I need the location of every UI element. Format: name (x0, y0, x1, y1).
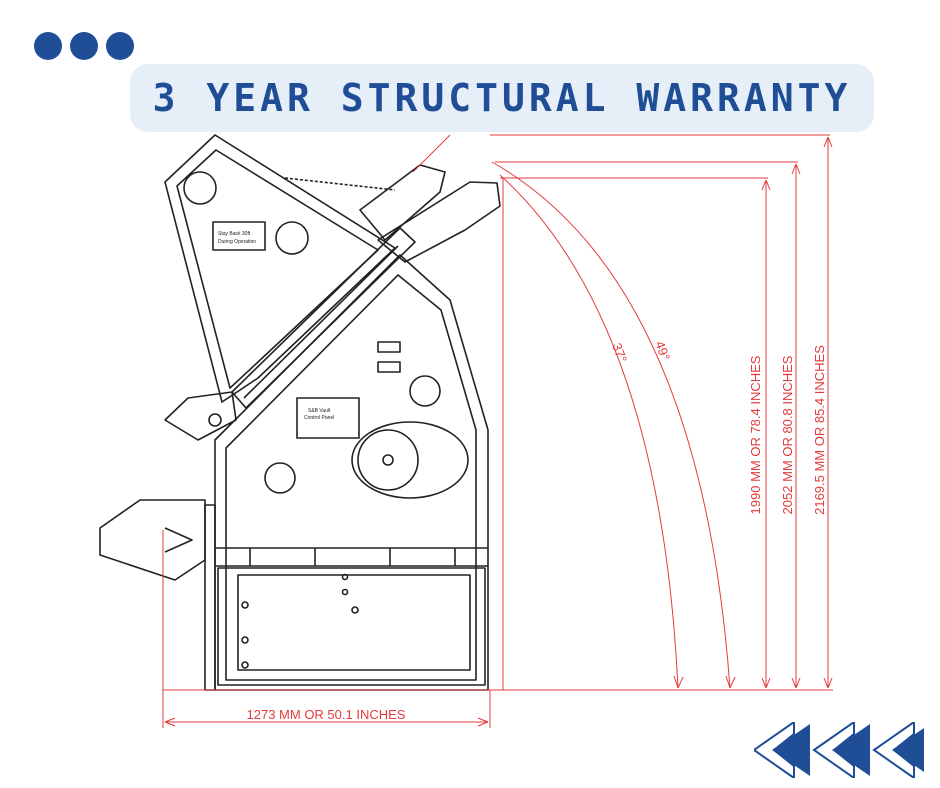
decorative-dots (34, 32, 134, 60)
top-arm-1 (359, 164, 446, 241)
dot-icon (106, 32, 134, 60)
height-2-label: 2052 MM OR 80.8 INCHES (780, 355, 795, 514)
housing-inner (225, 274, 477, 681)
height-1-label: 1990 MM OR 78.4 INCHES (748, 355, 763, 514)
svg-text:During Operation: During Operation (218, 239, 256, 245)
machine-outline (99, 134, 501, 691)
arc-37 (499, 174, 679, 689)
hitch-notch (164, 527, 193, 553)
height-3-label: 2169.5 MM OR 85.4 INCHES (812, 345, 827, 515)
top-arm-2 (377, 181, 501, 263)
dimension-lines (162, 134, 833, 728)
bolt-circle (275, 221, 309, 255)
dot-icon (70, 32, 98, 60)
dot-icon (34, 32, 62, 60)
angle-37-label: 37° (609, 341, 630, 365)
title-banner: 3 YEAR STRUCTURAL WARRANTY (130, 64, 874, 132)
bolt-circle (409, 375, 441, 407)
motor-housing (351, 421, 469, 499)
side-rail (204, 504, 216, 691)
hitch-plate (99, 499, 206, 581)
linkage-arm (231, 227, 416, 409)
hopper-inner (176, 149, 379, 389)
page-title: 3 YEAR STRUCTURAL WARRANTY (152, 76, 852, 120)
control-panel-placard (296, 397, 360, 439)
chain (284, 177, 396, 191)
placard-text: Stay Back 30ft (218, 231, 251, 237)
motor-wheel (357, 429, 419, 491)
lower-panel (217, 567, 486, 686)
bolt-circle (183, 171, 217, 205)
chevron-left-triple-icon (754, 722, 924, 778)
pivot-bracket (164, 391, 237, 441)
housing-body (214, 254, 489, 691)
width-dimension-label: 1273 MM OR 50.1 INCHES (247, 707, 406, 722)
warning-placard (212, 221, 266, 251)
bolt-circle (264, 462, 296, 494)
svg-text:Control Panel: Control Panel (304, 415, 334, 421)
arc-49 (491, 161, 731, 689)
angle-49-label: 49° (652, 339, 673, 363)
control-panel-text: S&B Vault (308, 408, 331, 414)
linkage-arm-rod (243, 245, 399, 399)
lower-panel-inner (237, 574, 471, 671)
hopper-body (164, 134, 396, 403)
